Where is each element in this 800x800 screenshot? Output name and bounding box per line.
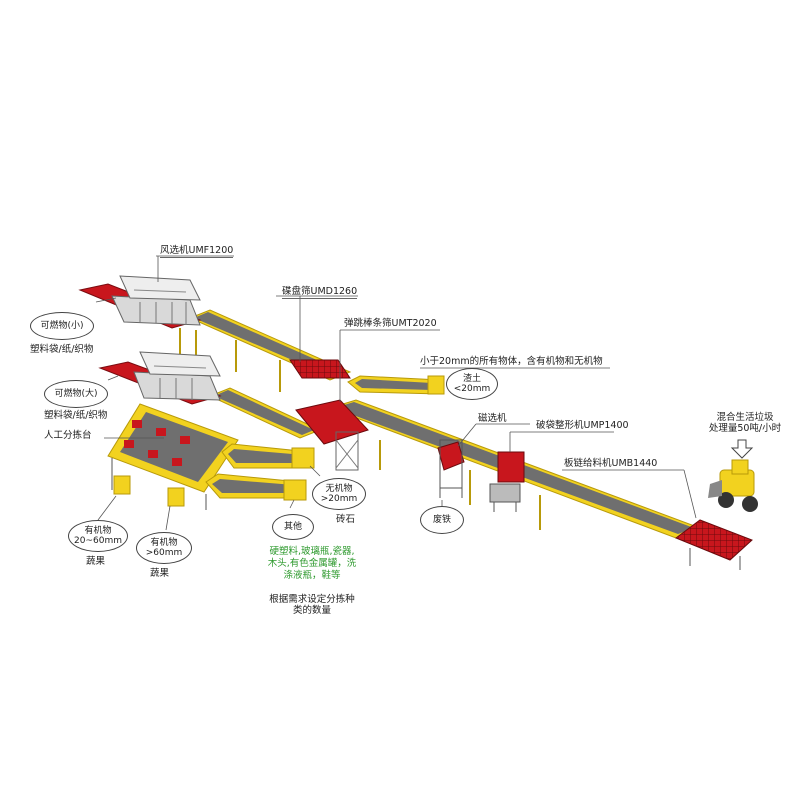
upper-conveyor [188,309,352,392]
others-detail: 硬塑料,玻璃瓶,瓷器, 木头,有色金属罐，洗 涤液瓶，鞋等 [262,546,362,582]
wheel-loader [708,459,758,512]
label-bag-opener: 破袋整形机UMP1400 [536,420,629,431]
inorganic-size: >20mm [320,494,358,504]
bubble-scrap-iron: 废铁 [420,506,464,534]
soil-size: <20mm [453,384,491,394]
note-line-2: 类的数量 [292,605,331,617]
combustible-large-sub: 塑料袋/纸/织物 [44,410,108,421]
bubble-inorganic: 无机物 >20mm [312,478,366,510]
waste-line-2: 处理量50吨/小时 [708,423,782,435]
label-manual-sorting: 人工分拣台 [44,430,92,441]
label-bounce-screen: 弹跳棒条筛UMT2020 [344,318,437,329]
wind-separator-1 [78,275,202,362]
bubble-others: 其他 [272,514,314,540]
bubble-soil: 渣土 <20mm [446,368,498,400]
leader-lines [95,255,697,531]
organic-small-sub: 蔬果 [86,556,106,567]
combustible-small-label: 可燃物(小) [40,320,84,331]
label-chain-feeder: 板链给料机UMB1440 [564,458,658,469]
bag-opener [489,451,525,512]
label-wind-separator: 风选机UMF1200 [160,245,234,259]
soil-label: 渣土 [462,373,481,384]
fines-conveyor [347,375,445,395]
label-waste-input: 混合生活垃圾 处理量50吨/小时 [700,412,790,435]
scrap-iron-label: 废铁 [432,514,451,525]
note-line-1: 根据需求设定分拣种 [269,594,355,605]
others-label: 其他 [283,521,302,532]
organic-small-size: 20~60mm [74,536,122,546]
others-detail-3: 涤液瓶，鞋等 [283,569,341,581]
organic-large-label: 有机物 [150,537,178,548]
combustible-small-sub: 塑料袋/纸/织物 [30,344,94,355]
label-fines-note: 小于20mm的所有物体，含有机物和无机物 [420,356,603,367]
input-arrow-icon [730,439,754,459]
bounce-screen [295,399,369,471]
inorganic-sub: 砖石 [336,514,356,525]
bubble-organic-small: 有机物 20~60mm [68,520,128,552]
inorganic-label: 无机物 [325,483,353,494]
label-magnet: 磁选机 [478,413,507,424]
organic-large-size: >60mm [145,548,183,558]
bubble-combustible-large: 可燃物(大) [44,380,108,408]
combustible-large-label: 可燃物(大) [54,388,98,399]
bubble-organic-large: 有机物 >60mm [136,532,192,564]
wind-separator-2 [98,351,222,405]
manual-sorting-table [107,403,239,510]
output-conveyors [205,443,315,501]
others-detail-2: 木头,有色金属罐，洗 [267,557,357,569]
disc-screen [289,359,351,379]
magnet-separator [437,439,465,498]
waste-line-1: 混合生活垃圾 [716,412,774,423]
others-detail-1: 硬塑料,玻璃瓶,瓷器, [269,546,355,557]
note-sorting-categories: 根据需求设定分拣种 类的数量 [252,594,372,617]
organic-small-label: 有机物 [84,525,112,536]
label-disc-screen: 碟盘筛UMD1260 [282,286,358,300]
organic-large-sub: 蔬果 [150,568,170,579]
chain-feeder [674,519,753,570]
bubble-combustible-small: 可燃物(小) [30,312,94,340]
